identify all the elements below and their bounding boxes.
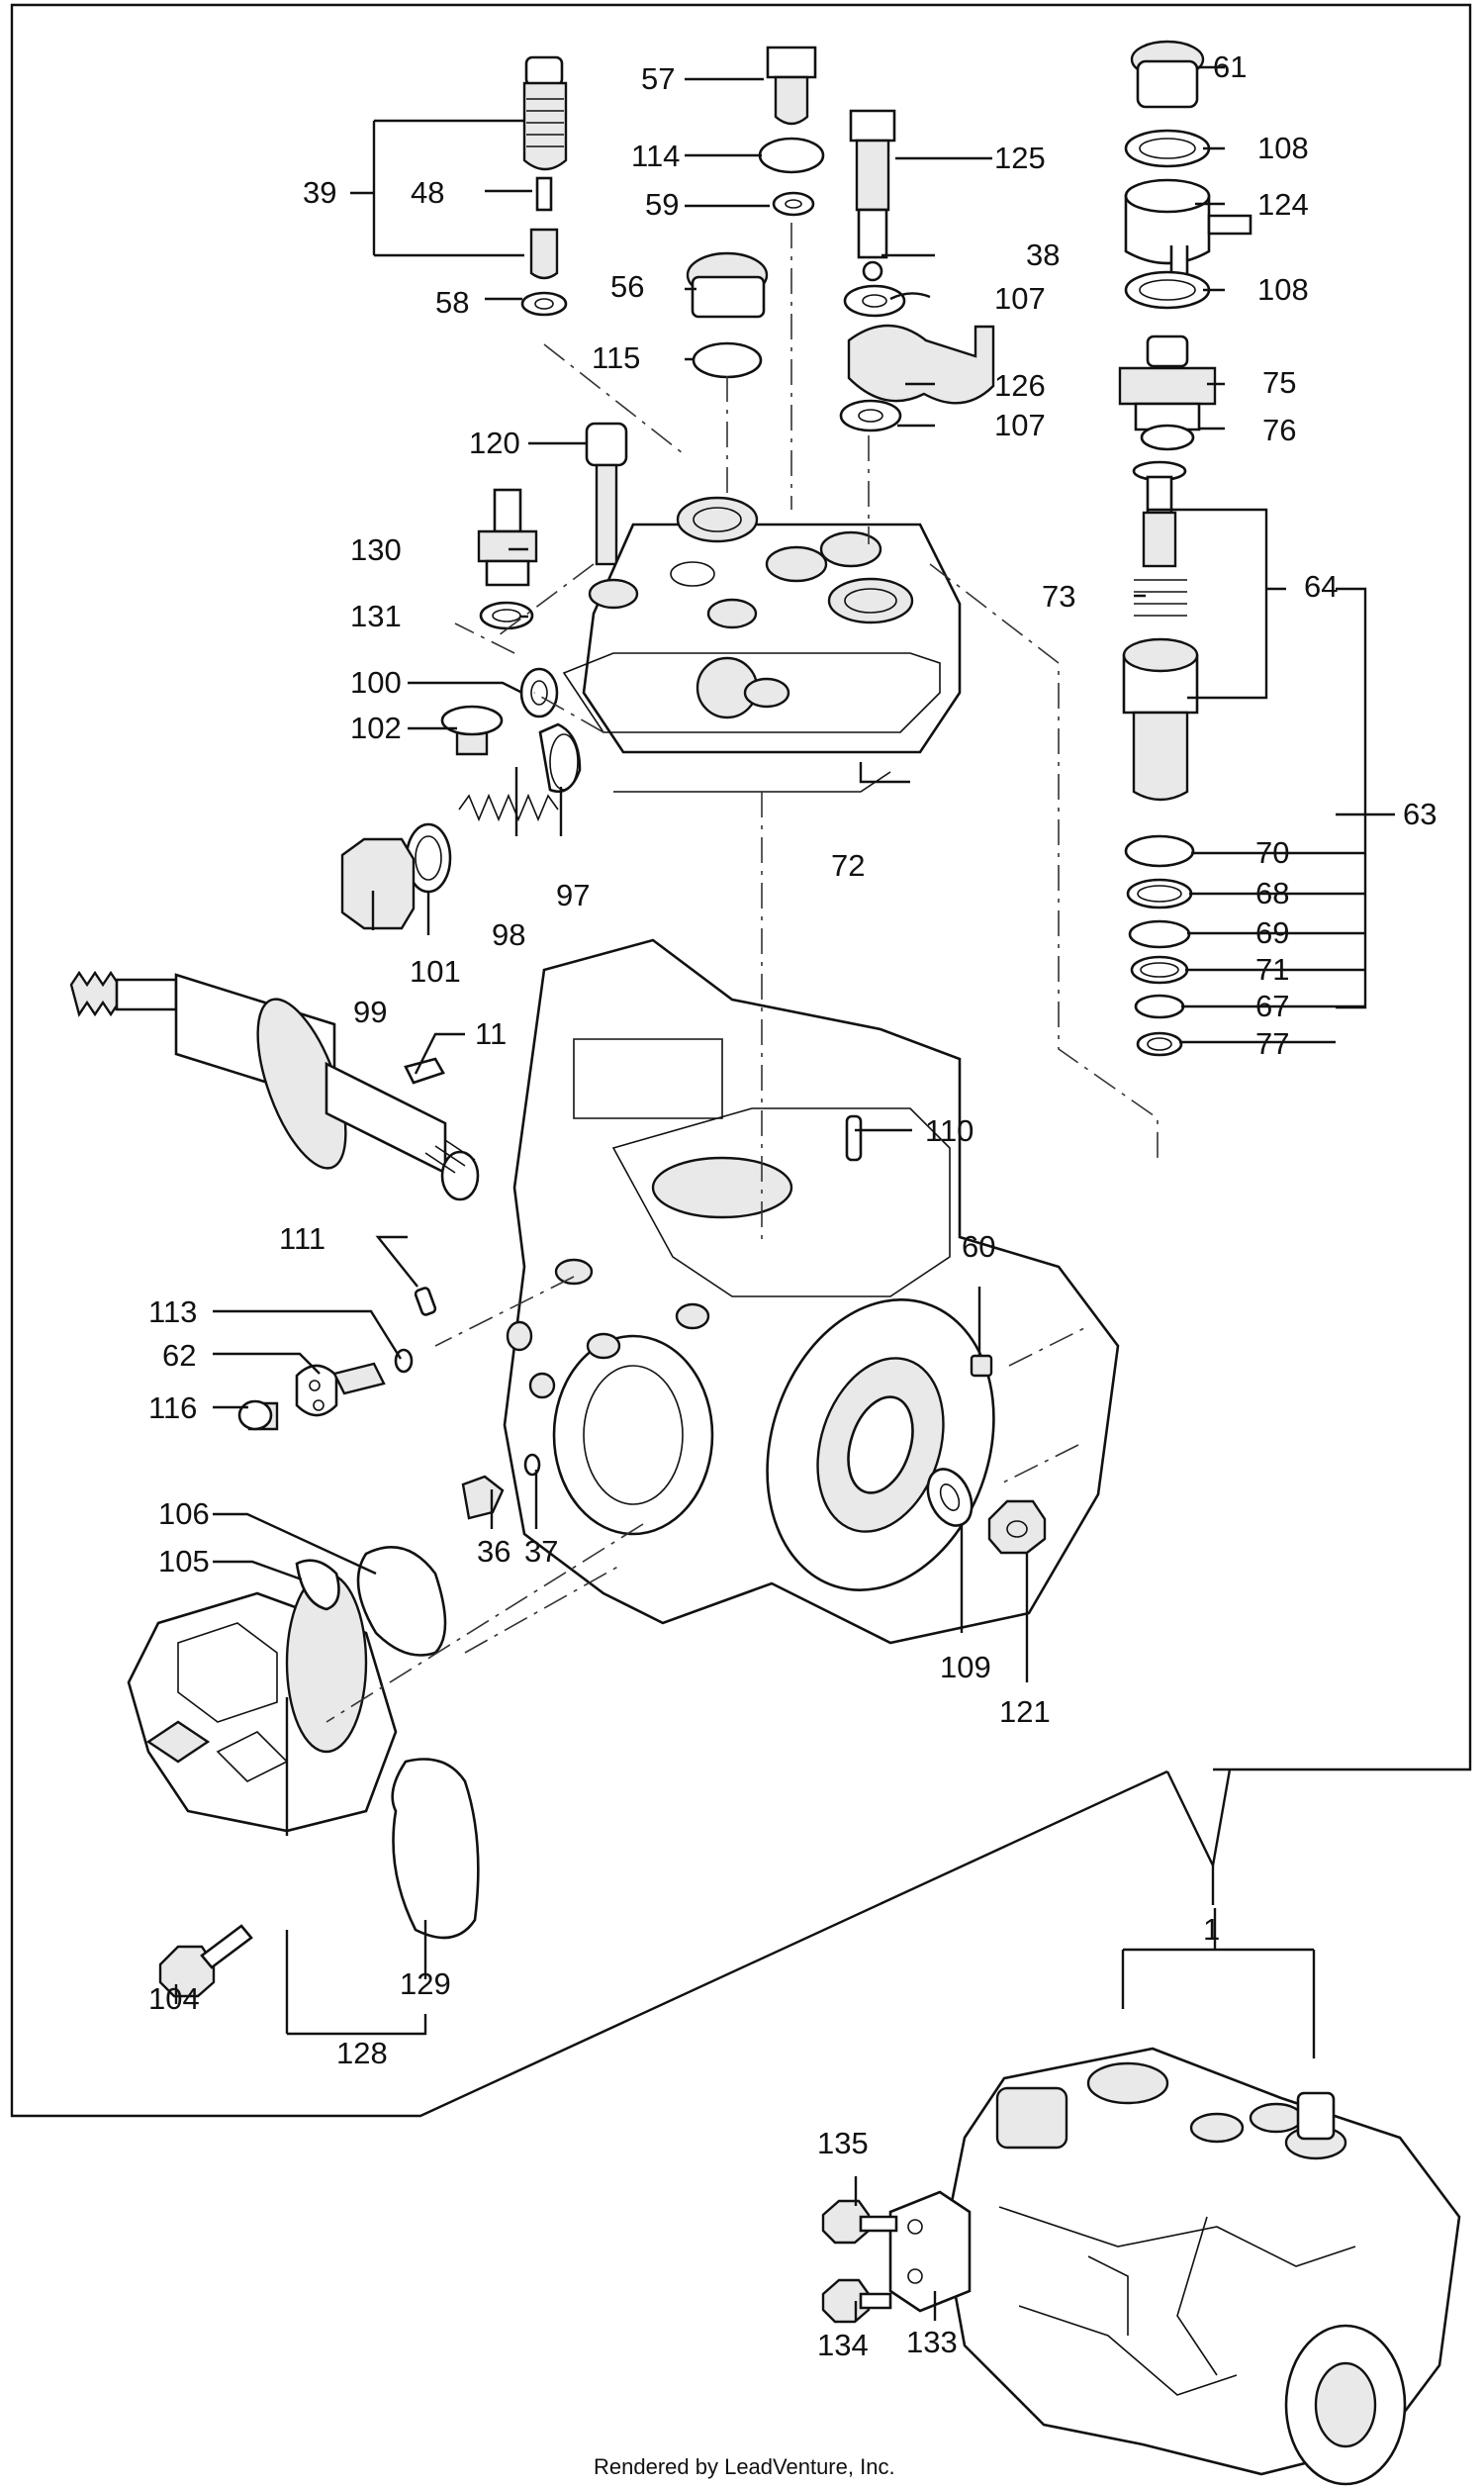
part-72-pump-head (562, 496, 962, 793)
callout-134: 134 (817, 2328, 869, 2362)
callout-1: 1 (1203, 1912, 1220, 1947)
assembly-frame-pointer (1165, 1769, 1232, 1869)
callout-38: 38 (1026, 238, 1060, 272)
callout-97: 97 (556, 878, 590, 912)
callout-130: 130 (350, 532, 402, 567)
part-relief-valve-set (340, 667, 582, 930)
part-111-pin (414, 1287, 437, 1316)
leader-lines (174, 65, 1395, 2321)
part-104-bolt (158, 1924, 253, 1998)
part-120-bolt (585, 422, 628, 566)
callout-124: 124 (1257, 187, 1309, 222)
part-113-62-116-set (237, 1348, 414, 1431)
callout-75: 75 (1262, 365, 1296, 400)
callout-108: 108 (1257, 131, 1309, 165)
callout-126: 126 (994, 368, 1046, 403)
callout-106: 106 (158, 1496, 210, 1531)
callout-111: 111 (279, 1221, 325, 1256)
callout-labels: 57 61 114 125 108 39 48 59 124 38 56 107… (148, 49, 1437, 2362)
callout-72: 72 (831, 848, 865, 883)
part-64-element (1122, 460, 1199, 802)
callout-11: 11 (475, 1016, 507, 1051)
callout-61: 61 (1213, 49, 1247, 84)
callout-105: 105 (158, 1544, 210, 1578)
part-129-gasket (391, 1758, 480, 1940)
callout-107b: 107 (994, 408, 1046, 442)
callout-76: 76 (1262, 413, 1296, 447)
callout-120: 120 (469, 426, 520, 460)
callout-108b: 108 (1257, 272, 1309, 307)
callout-37: 37 (524, 1534, 558, 1569)
callout-69: 69 (1255, 915, 1289, 950)
callout-71: 71 (1255, 952, 1289, 987)
callout-110: 110 (925, 1113, 974, 1148)
callout-67: 67 (1255, 989, 1289, 1023)
part-56-cap (686, 251, 769, 379)
callout-63: 63 (1403, 797, 1437, 831)
callout-113: 113 (148, 1294, 197, 1329)
callout-116: 116 (148, 1390, 197, 1425)
part-drive-shaft (69, 970, 480, 1201)
callout-77: 77 (1255, 1026, 1289, 1061)
callout-36: 36 (477, 1534, 510, 1569)
part-125-banjo (839, 109, 995, 432)
callout-98: 98 (492, 917, 525, 952)
part-61-stack (1118, 40, 1252, 451)
callout-133: 133 (906, 2325, 958, 2359)
part-130-fitting (477, 488, 538, 630)
part-106-105-gaskets (295, 1546, 447, 1657)
footer-credit: Rendered by LeadVenture, Inc. (594, 2454, 895, 2479)
callout-57: 57 (641, 61, 675, 96)
callout-39: 39 (303, 175, 336, 210)
callout-99: 99 (353, 995, 387, 1029)
callout-101: 101 (410, 954, 461, 989)
part-60-plug (970, 1354, 993, 1378)
callout-128: 128 (336, 2036, 388, 2070)
callout-125: 125 (994, 141, 1046, 175)
callout-60: 60 (962, 1229, 995, 1264)
callout-56: 56 (610, 269, 644, 304)
callout-58: 58 (435, 285, 469, 320)
callout-102: 102 (350, 711, 402, 745)
callout-73: 73 (1042, 579, 1075, 614)
callout-121: 121 (999, 1694, 1051, 1729)
part-133-bracket (888, 2190, 972, 2313)
callout-115: 115 (592, 340, 640, 375)
callout-129: 129 (400, 1966, 451, 2001)
callout-107: 107 (994, 281, 1046, 316)
part-1-complete-pump (943, 2047, 1461, 2486)
callout-70: 70 (1255, 835, 1289, 870)
part-57-plug (758, 46, 825, 217)
callout-104: 104 (148, 1981, 200, 2016)
part-110-pin (845, 1114, 863, 1162)
callout-131: 131 (350, 599, 402, 633)
assembly-centerlines (325, 223, 1159, 1723)
callout-48: 48 (411, 175, 444, 210)
part-governor-housing (127, 1572, 398, 1833)
assembly-frame (10, 3, 1472, 2118)
part-pump-housing (503, 938, 1120, 1645)
callout-64: 64 (1304, 569, 1338, 604)
callout-59: 59 (645, 187, 679, 222)
callout-68: 68 (1255, 876, 1289, 910)
callout-135: 135 (817, 2126, 869, 2160)
callout-114: 114 (631, 139, 680, 173)
part-rings-70-77 (1124, 834, 1195, 1057)
part-134-bolt (821, 2278, 892, 2324)
callout-109: 109 (940, 1650, 991, 1684)
callout-100: 100 (350, 665, 402, 700)
callout-62: 62 (162, 1338, 196, 1373)
part-135-bolt (821, 2199, 898, 2245)
part-39-assembly (520, 55, 568, 317)
